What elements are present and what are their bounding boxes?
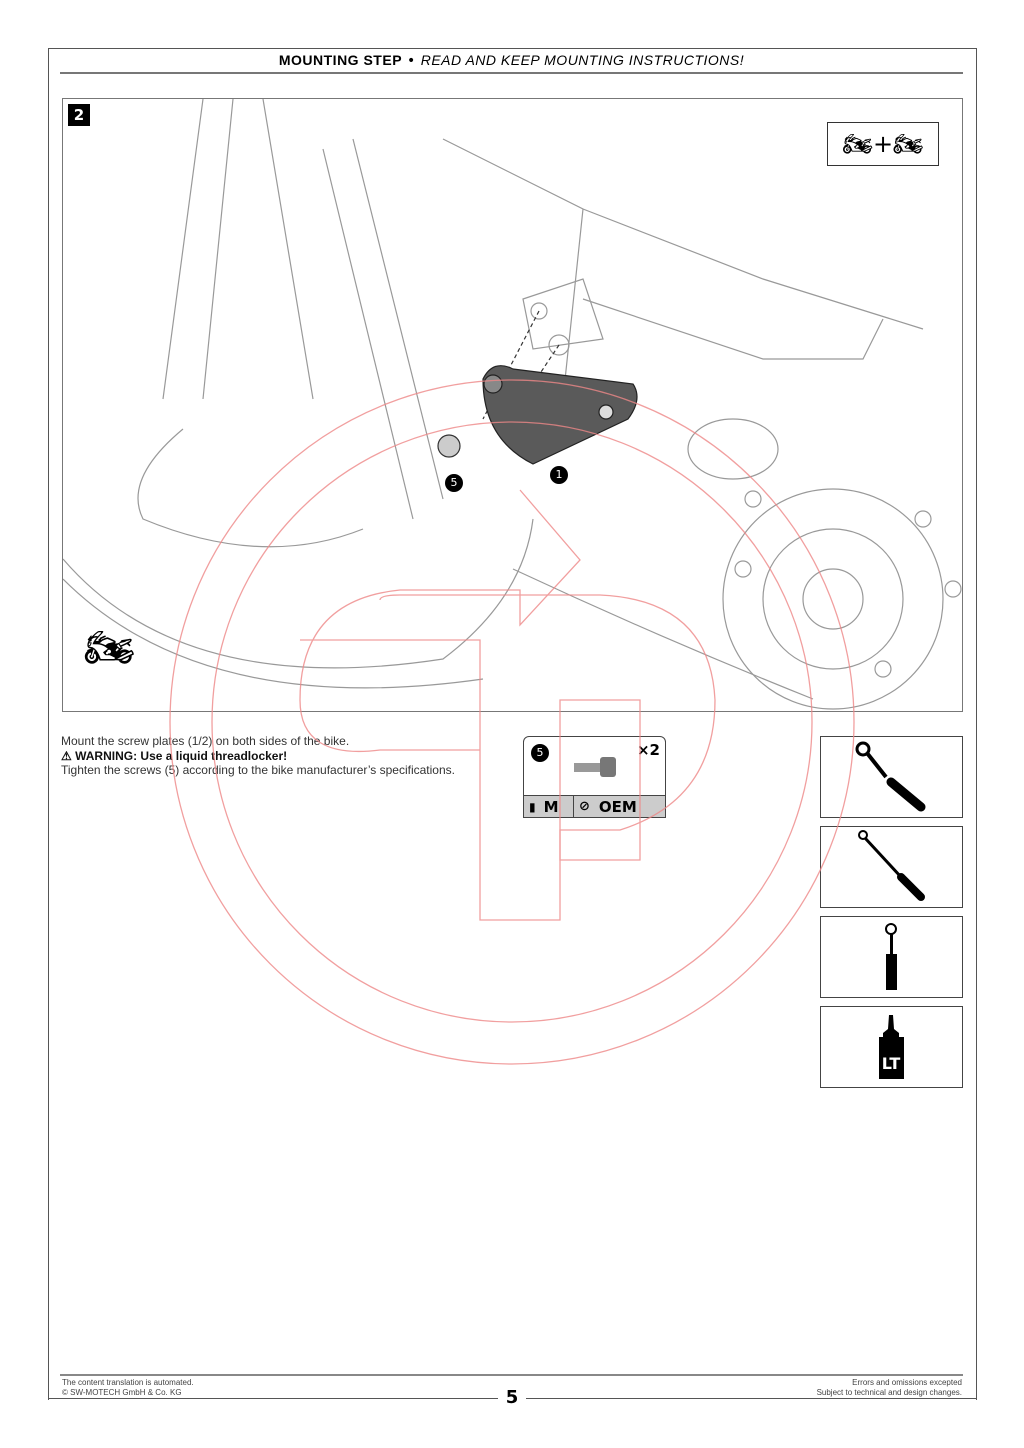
two-bikes-icon: 🏍+🏍	[827, 122, 939, 166]
threadlocker-icon: LT	[820, 1006, 963, 1088]
instruction-line: Tighten the screws (5) according to the …	[61, 763, 455, 777]
bottom-line	[48, 1398, 498, 1399]
part-number: 5	[531, 744, 549, 762]
part-quantity: ×2	[636, 741, 660, 759]
instruction-line: Mount the screw plates (1/2) on both sid…	[61, 734, 350, 748]
material-icon: ▮	[529, 799, 536, 814]
header-separator: •	[406, 53, 416, 69]
page-number: 5	[505, 1387, 519, 1408]
footer-divider	[60, 1374, 963, 1376]
bottom-line	[526, 1398, 976, 1399]
footer-left: The content translation is automated.© S…	[62, 1378, 194, 1397]
part-torque: OEM	[598, 797, 637, 816]
header-divider	[60, 72, 963, 74]
header-subtitle: READ AND KEEP MOUNTING INSTRUCTIONS!	[420, 52, 745, 68]
torque-icon: ⊘	[579, 799, 590, 814]
screw-icon	[574, 757, 616, 777]
warning-text: WARNING: Use a liquid threadlocker!	[75, 748, 288, 763]
page-header: MOUNTING STEP • READ AND KEEP MOUNTING I…	[60, 52, 963, 69]
threadlocker-label: LT	[882, 1054, 901, 1073]
screwdriver-icon	[820, 916, 963, 998]
instructions-text: Mount the screw plates (1/2) on both sid…	[61, 734, 455, 778]
part-material: M	[543, 797, 559, 816]
callout-1: 1	[550, 466, 568, 484]
torque-wrench-icon	[820, 826, 963, 908]
mounting-illustration	[62, 98, 963, 712]
header-title: MOUNTING STEP	[278, 52, 403, 68]
callout-5: 5	[445, 474, 463, 492]
step-number: 2	[68, 104, 90, 126]
warning-icon: ⚠	[61, 748, 76, 763]
page-frame	[48, 48, 977, 1400]
mechanic-icon: 🏍	[84, 625, 135, 671]
hex-key-icon	[820, 736, 963, 818]
part-card: 5 ×2 ▮ M ⊘ OEM	[523, 736, 666, 818]
